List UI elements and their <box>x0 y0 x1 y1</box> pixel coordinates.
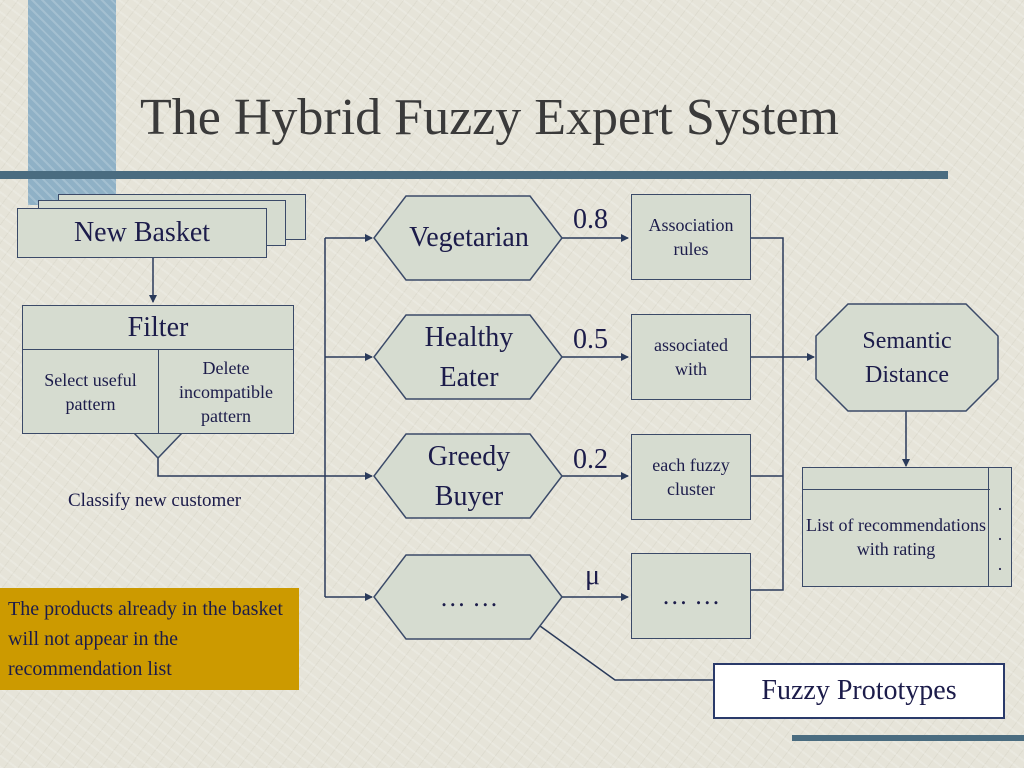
list-dot: · <box>997 499 1003 519</box>
filter-delete-incompatible: Delete incompatible pattern <box>158 349 294 434</box>
filter-title: Filter <box>22 305 294 350</box>
slide-title: The Hybrid Fuzzy Expert System <box>140 89 839 146</box>
filter-triangle <box>132 432 184 460</box>
rule-box-2: associated with <box>631 314 751 400</box>
prototype-healthy-eater: Healthy Eater <box>424 322 514 393</box>
weight-vegetarian: 0.8 <box>573 204 608 235</box>
list-header-divider <box>802 489 990 490</box>
list-column-divider <box>988 467 989 587</box>
filter-select-useful: Select useful pattern <box>22 349 159 434</box>
list-dots: · · · <box>989 494 1011 584</box>
prototype-callout-line <box>539 625 714 681</box>
footer-rule <box>792 735 1024 741</box>
weight-mu: μ <box>585 560 601 591</box>
recommendation-list-label: List of recommendations with rating <box>806 515 986 559</box>
prototype-other: … … <box>439 583 499 612</box>
prototype-vegetarian: Vegetarian <box>409 222 529 253</box>
recommendation-list-box <box>802 467 1012 587</box>
list-dot: · <box>997 559 1003 579</box>
rule-box-1: Association rules <box>631 194 751 280</box>
hex-healthy <box>373 314 563 400</box>
weight-healthy: 0.5 <box>573 324 608 355</box>
accent-block <box>28 0 116 205</box>
filter-to-classify-line <box>157 458 325 477</box>
new-basket-box: New Basket <box>17 208 267 258</box>
classify-label: Classify new customer <box>68 490 242 511</box>
list-dot: · <box>997 529 1003 549</box>
semantic-distance: Semantic Distance <box>862 328 952 388</box>
rule-box-3: each fuzzy cluster <box>631 434 751 520</box>
hex-other <box>373 554 563 640</box>
prototype-greedy-buyer: Greedy Buyer <box>427 441 511 512</box>
title-rule <box>0 171 948 179</box>
rule-collector-line <box>751 237 784 591</box>
hex-greedy <box>373 433 563 519</box>
weight-greedy: 0.2 <box>573 444 608 475</box>
hex-vegetarian <box>373 195 563 281</box>
basket-note: The products already in the basket will … <box>0 588 299 690</box>
semantic-octagon <box>815 303 999 412</box>
fuzzy-prototypes-label: Fuzzy Prototypes <box>713 663 1005 719</box>
rule-box-4: … … <box>631 553 751 639</box>
